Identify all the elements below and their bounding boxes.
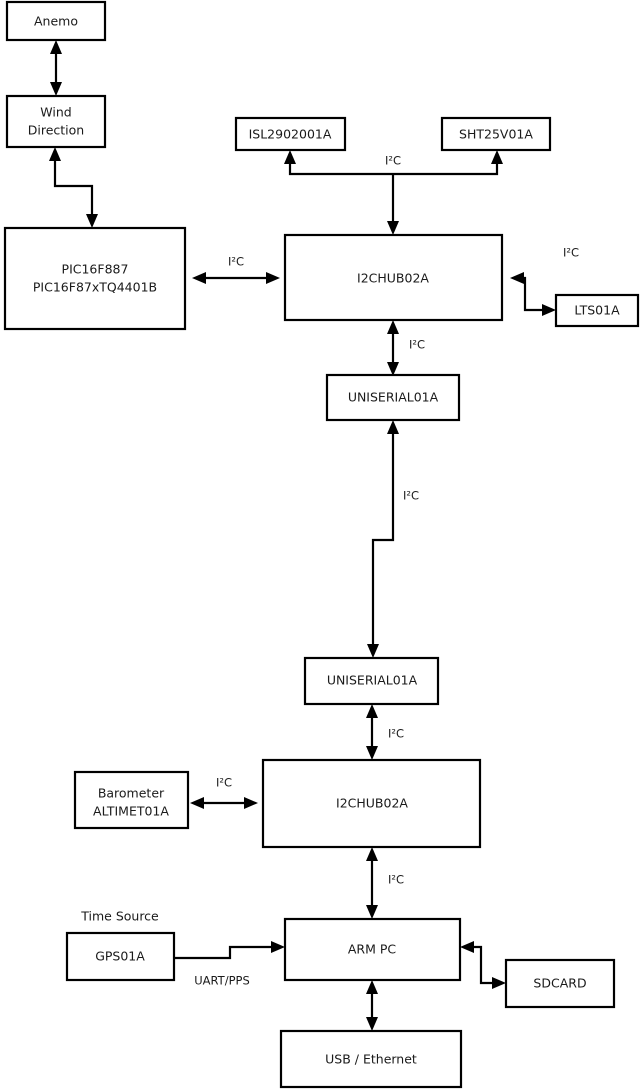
node-sht25v01a[interactable]: SHT25V01A xyxy=(440,116,552,152)
node-label-uniserial01a-bottom: UNISERIAL01A xyxy=(327,673,418,688)
node-uniserial01a-top[interactable]: UNISERIAL01A xyxy=(325,373,461,422)
edge-barometer-hub-bot: I²C xyxy=(190,776,258,809)
annotation-time-source: Time Source xyxy=(80,909,159,924)
node-armpc[interactable]: ARM PC xyxy=(283,917,462,982)
node-label-isl2902001a: ISL2902001A xyxy=(249,127,332,142)
node-label-lts01a: LTS01A xyxy=(574,303,620,318)
edge-gps-armpc: UART/PPS xyxy=(175,941,285,988)
edge-uniserial-bot-hub-bot: I²C xyxy=(366,704,404,760)
node-label-usb-ethernet: USB / Ethernet xyxy=(325,1052,417,1067)
edge-label-hub-lts: I²C xyxy=(563,246,579,260)
edge-wind-pic xyxy=(49,147,98,228)
node-label-i2chub02a-top: I2CHUB02A xyxy=(357,271,429,286)
node-uniserial01a-bottom[interactable]: UNISERIAL01A xyxy=(303,656,440,706)
node-usb-ethernet[interactable]: USB / Ethernet xyxy=(279,1029,463,1089)
edge-hub-bot-armpc: I²C xyxy=(366,847,404,919)
node-anemo[interactable]: Anemo xyxy=(5,0,107,42)
node-label-sht25v01a: SHT25V01A xyxy=(459,127,533,142)
node-label-barometer-line2: ALTIMET01A xyxy=(93,804,169,819)
edge-label-pic-hub: I²C xyxy=(228,255,244,269)
edge-label-uniserial-link: I²C xyxy=(403,489,419,503)
node-label-wind-direction-line1: Wind xyxy=(40,105,71,120)
edge-pic-hub: I²C xyxy=(192,255,280,284)
node-wind-direction[interactable]: Wind Direction xyxy=(5,94,107,149)
node-isl2902001a[interactable]: ISL2902001A xyxy=(234,116,347,152)
node-label-i2chub02a-bottom: I2CHUB02A xyxy=(336,796,408,811)
edge-armpc-usbeth xyxy=(366,980,378,1031)
node-barometer[interactable]: Barometer ALTIMET01A xyxy=(73,770,190,830)
node-pic[interactable]: PIC16F887 PIC16F87xTQ4401B xyxy=(3,226,187,331)
node-label-uniserial01a-top: UNISERIAL01A xyxy=(348,390,439,405)
node-label-gps01a: GPS01A xyxy=(95,949,145,964)
edge-armpc-sdcard xyxy=(460,941,506,989)
edge-label-barometer-hub-bot: I²C xyxy=(216,776,232,790)
edge-anemo-wind xyxy=(50,40,62,96)
edge-label-uniserial-bot-hub-bot: I²C xyxy=(388,727,404,741)
node-i2chub02a-top[interactable]: I2CHUB02A xyxy=(283,233,504,322)
node-label-barometer-line1: Barometer xyxy=(98,786,165,801)
node-label-pic-line2: PIC16F87xTQ4401B xyxy=(33,280,157,295)
node-label-sdcard: SDCARD xyxy=(533,976,586,991)
edge-hub-isl-sht-bus: I²C xyxy=(284,150,503,235)
edge-hub-uniserial-top: I²C xyxy=(387,320,425,376)
edge-label-hub-bot-armpc: I²C xyxy=(388,873,404,887)
edge-hub-lts: I²C xyxy=(510,246,579,316)
edge-label-hub-uniserial-top: I²C xyxy=(409,338,425,352)
node-label-pic-line1: PIC16F887 xyxy=(62,262,129,277)
node-sdcard[interactable]: SDCARD xyxy=(504,958,616,1009)
node-label-anemo: Anemo xyxy=(34,14,78,29)
edge-label-gps-armpc: UART/PPS xyxy=(194,974,250,988)
node-label-armpc: ARM PC xyxy=(348,942,397,957)
node-i2chub02a-bottom[interactable]: I2CHUB02A xyxy=(261,758,482,849)
edge-uniserial-link: I²C xyxy=(367,420,419,658)
node-lts01a[interactable]: LTS01A xyxy=(554,293,640,328)
node-gps01a[interactable]: GPS01A xyxy=(65,931,176,982)
node-label-wind-direction-line2: Direction xyxy=(28,123,84,138)
edge-label-isl-sht-bus: I²C xyxy=(385,154,401,168)
